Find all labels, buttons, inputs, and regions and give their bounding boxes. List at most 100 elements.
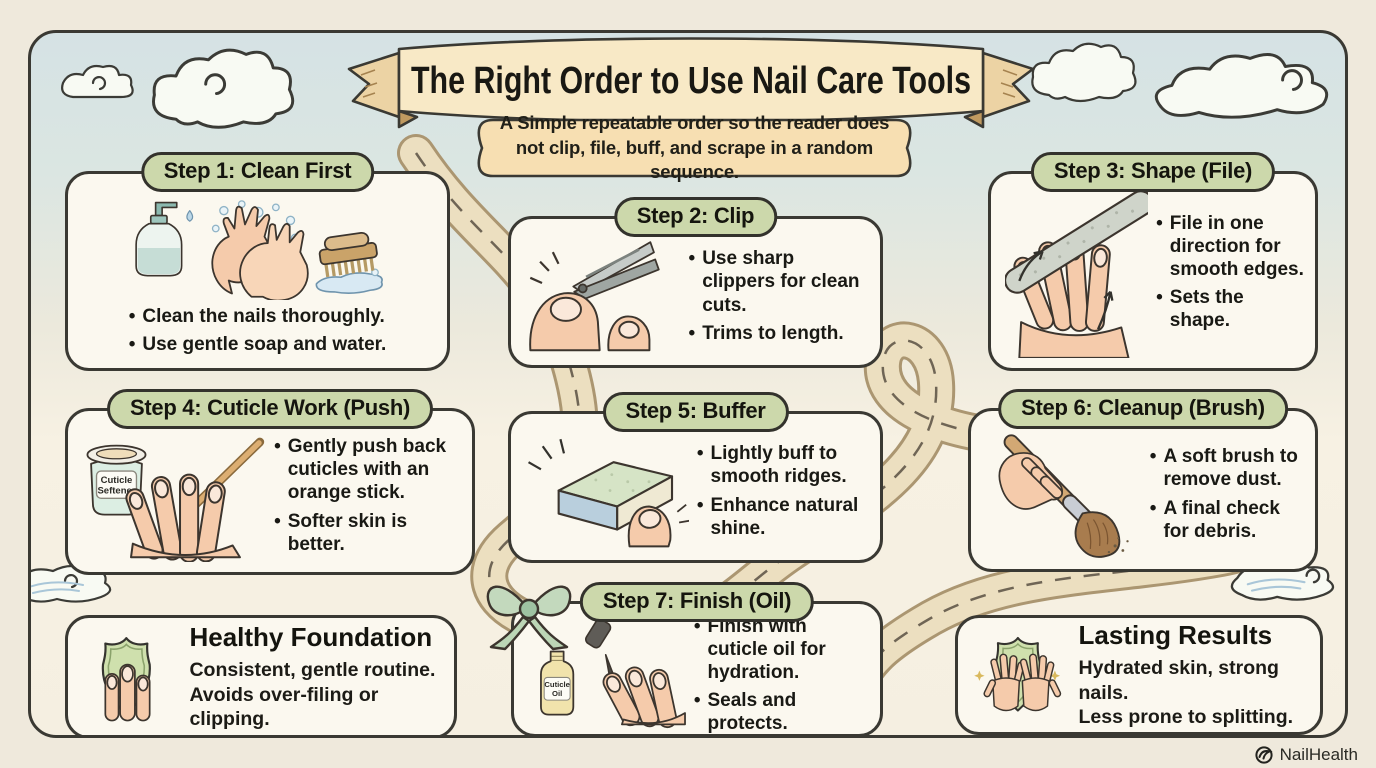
bullet-item: • Sets the shape. <box>1156 286 1305 332</box>
step-5-title: Step 5: Buffer <box>625 398 766 423</box>
step-1-title: Step 1: Clean First <box>163 158 352 183</box>
step-1-bullets: • Clean the nails thoroughly. • Use gentle… <box>129 300 387 361</box>
step-1-illustration <box>134 200 383 300</box>
step-2-card: Step 2: Clip •Use sharp clipper <box>508 197 883 368</box>
bullet-text: Use sharp clippers for clean cuts. <box>702 248 860 316</box>
bullet-item: • Enhance natural shine. <box>697 494 870 540</box>
bullet-dot: • <box>1156 287 1163 309</box>
sparkle-icon <box>974 670 1061 681</box>
bullet-text: Clean the nails thoroughly. <box>142 306 385 327</box>
washing-hands-icon <box>210 200 309 300</box>
bullet-dot: • <box>128 334 136 356</box>
summary-line: Avoids over-filing or clipping. <box>189 683 379 731</box>
jar-label-line2: Seftener <box>97 485 135 496</box>
bullet-text: Gently push back cuticles with an orange… <box>287 436 447 504</box>
oil-label-line1: Cuticle <box>544 680 570 689</box>
jar-label-line1: Cuticle <box>101 474 133 485</box>
step-2-title: Step 2: Clip <box>636 203 755 228</box>
bullet-text: Seals and protects. <box>707 690 797 735</box>
bullet-item: • Use gentle soap and water. <box>129 333 387 356</box>
brand-footer: NailHealth <box>1254 745 1358 765</box>
summary-title: Healthy Foundation <box>189 622 433 653</box>
step-2-bullets: • Use sharp clippers for clean cuts. •Tri… <box>689 242 870 350</box>
bow-icon <box>486 585 572 651</box>
summary-line: Consistent, gentle routine. <box>189 659 436 682</box>
bullet-dot: • <box>274 436 281 458</box>
step-4-title-pill: Step 4: Cuticle Work (Push) <box>107 389 433 429</box>
arrow-icon <box>1018 250 1114 330</box>
subtitle-text: A Simple repeatable order so the reader … <box>499 112 890 183</box>
brand-swirl-icon <box>1254 746 1273 764</box>
bullet-item: • Gently push back cuticles with an orang… <box>274 435 462 505</box>
finger-thumb-icon <box>529 292 651 352</box>
lasting-results-card: Lasting Results Hydrated skin, strong na… <box>955 615 1323 735</box>
bullet-dot: • <box>696 494 704 516</box>
bullet-dot: • <box>688 322 696 344</box>
step-4-card: Step 4: Cuticle Work (Push) Cuticle Seft… <box>65 389 475 575</box>
step-4-illustration: Cuticle Seftener <box>86 437 265 562</box>
brand-name: NailHealth <box>1279 745 1358 764</box>
step-4-title: Step 4: Cuticle Work (Push) <box>130 395 410 420</box>
step-6-illustration <box>998 434 1129 558</box>
step-3-illustration <box>1005 190 1149 358</box>
bullet-item: •Lightly buff to smooth ridges. <box>697 442 870 488</box>
subtitle-shape <box>477 118 912 178</box>
step-2-illustration <box>529 241 660 352</box>
step-5-illustration <box>527 438 689 548</box>
title-banner: The Right Order to Use Nail Care Tools <box>347 37 1035 129</box>
step-6-bullets: • A soft brush to remove dust. • A final c… <box>1150 440 1305 548</box>
step-6-title: Step 6: Cleanup (Brush) <box>1021 395 1265 420</box>
infographic-frame: The Right Order to Use Nail Care Tools A… <box>28 30 1348 738</box>
bullet-item: •Softer skin is better. <box>274 510 462 556</box>
bullet-item: •File in one direction for smooth edges. <box>1156 212 1305 282</box>
step-5-title-pill: Step 5: Buffer <box>602 392 789 432</box>
bullet-text: Lightly buff to smooth ridges. <box>710 443 847 488</box>
bullet-dot: • <box>1149 446 1157 468</box>
subtitle-bubble: A Simple repeatable order so the reader … <box>471 112 918 183</box>
bullet-text: Enhance natural shine. <box>710 494 859 539</box>
nail-clipper-icon <box>529 241 660 300</box>
hand-icon <box>998 452 1063 510</box>
bullet-text: Softer skin is better. <box>287 510 408 555</box>
fingernails-icon <box>104 663 151 722</box>
step-7-illustration: Cuticle Oil <box>540 621 686 729</box>
step-5-bullets: •Lightly buff to smooth ridges. • Enhance… <box>697 437 870 545</box>
hand-icon <box>125 473 241 562</box>
step-3-card: Step 3: Shape (File) <box>988 152 1318 371</box>
bullet-dot: • <box>688 248 696 270</box>
lasting-results-text: Lasting Results Hydrated skin, strong na… <box>1079 620 1306 730</box>
bullet-text: A final check for debris. <box>1163 497 1280 542</box>
step-7-title-pill: Step 7: Finish (Oil) <box>579 582 815 622</box>
step-7-bullets: •Finish with cuticle oil for hydration. … <box>693 610 870 735</box>
shield-hands-icon <box>974 636 1062 712</box>
bullet-dot: • <box>128 306 136 327</box>
bullet-item: • A final check for debris. <box>1150 497 1305 543</box>
step-3-title-pill: Step 3: Shape (File) <box>1030 152 1276 192</box>
buffer-block-icon <box>557 461 674 531</box>
bullet-dot: • <box>693 615 701 637</box>
protecting-hands-icon <box>983 653 1062 712</box>
healthy-foundation-text: Healthy Foundation Consistent, gentle ro… <box>189 622 440 732</box>
step-7-title: Step 7: Finish (Oil) <box>602 588 792 613</box>
cloud-icon <box>1154 52 1329 119</box>
bullet-dot: • <box>693 690 701 712</box>
soap-bottle-icon <box>134 201 193 277</box>
bullet-text: Sets the shape. <box>1169 287 1244 332</box>
cuticle-oil-bottle-icon: Cuticle Oil <box>540 650 575 716</box>
summary-line: Hydrated skin, strong nails. <box>1078 657 1279 704</box>
bullet-text: A soft brush to remove dust. <box>1163 446 1298 491</box>
finger-icon <box>627 504 689 548</box>
bullet-dot: • <box>1156 212 1163 234</box>
page-title: The Right Order to Use Nail Care Tools <box>411 60 971 102</box>
cloud-icon <box>1031 42 1137 103</box>
bullet-text: Use gentle soap and water. <box>142 334 387 356</box>
summary-title: Lasting Results <box>1078 620 1273 651</box>
bullet-dot: • <box>1149 497 1157 519</box>
cloud-icon <box>61 64 134 99</box>
hand-icon <box>602 666 686 729</box>
bullet-item: • Clean the nails thoroughly. <box>129 305 387 328</box>
shield-nails-icon <box>101 637 151 722</box>
step-2-title-pill: Step 2: Clip <box>613 197 778 237</box>
step-3-title: Step 3: Shape (File) <box>1053 158 1253 183</box>
bullet-item: •Trims to length. <box>689 322 870 345</box>
